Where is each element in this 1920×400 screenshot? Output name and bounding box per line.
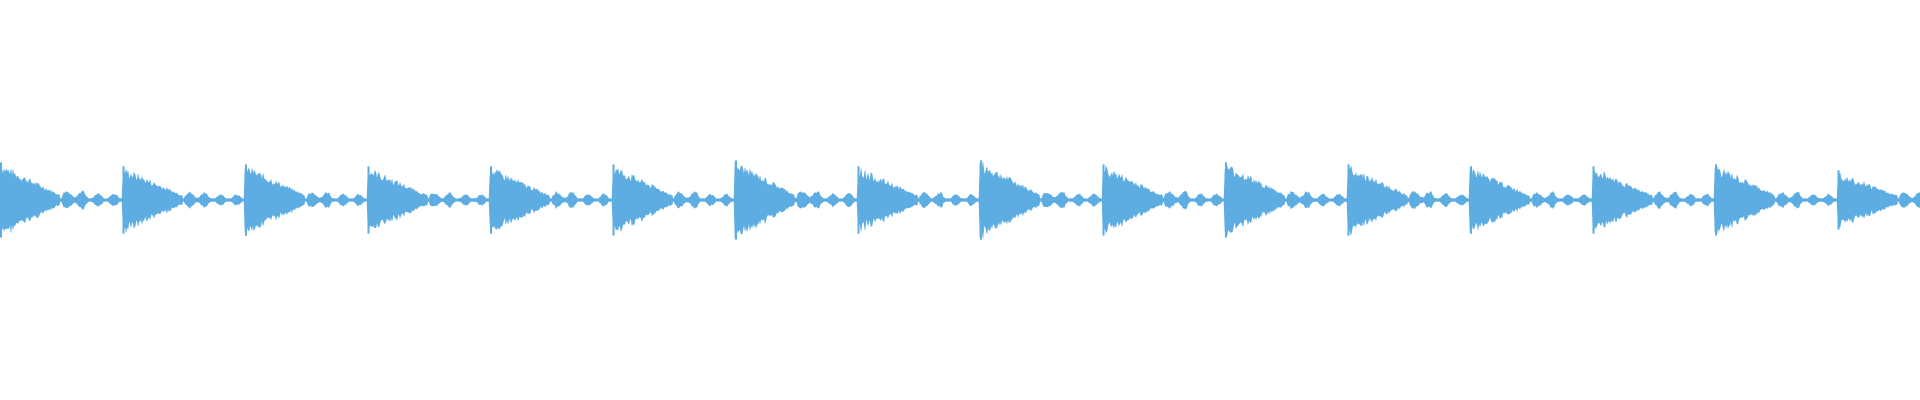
- waveform-bars: [0, 160, 1920, 240]
